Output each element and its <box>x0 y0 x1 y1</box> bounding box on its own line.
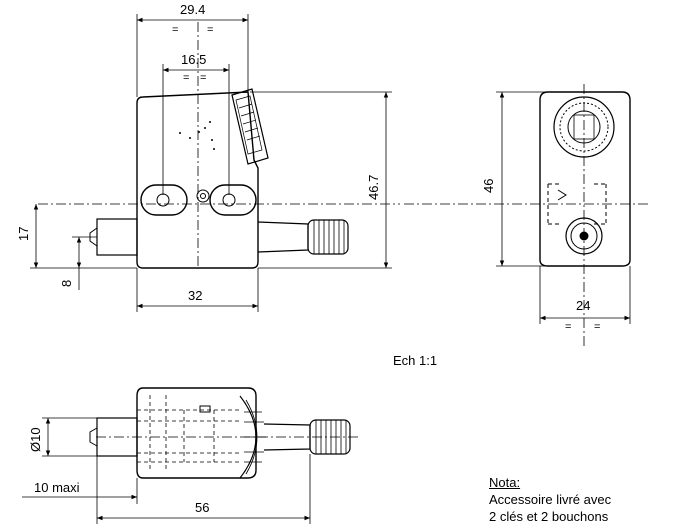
dim-holes-spacing: 16.5 <box>181 52 206 67</box>
scale-label: Ech 1:1 <box>393 353 438 368</box>
symmetry-mark: = <box>183 72 189 84</box>
dim-side-height: 46 <box>481 179 496 193</box>
dim-axis-height: 17 <box>16 227 31 241</box>
dim-total-length: 56 <box>195 500 209 515</box>
symmetry-mark: = <box>594 321 600 333</box>
note-block: Nota: Accessoire livré avec 2 clés et 2 … <box>489 474 611 525</box>
note-title: Nota: <box>489 475 521 490</box>
note-line: 2 clés et 2 bouchons <box>489 509 609 524</box>
symmetry-mark: = <box>200 72 206 84</box>
bottom-view <box>22 387 360 524</box>
dim-overall-height: 46.7 <box>366 175 381 200</box>
symmetry-mark: = <box>565 321 571 333</box>
symmetry-mark: = <box>207 24 213 36</box>
dim-diameter: Ø10 <box>28 427 43 452</box>
note-line: Accessoire livré avec <box>489 492 612 507</box>
symmetry-mark: = <box>172 24 178 36</box>
dim-lens-max: 10 maxi <box>34 480 80 495</box>
front-view <box>30 14 400 312</box>
dim-body-width: 32 <box>188 288 202 303</box>
side-view <box>404 84 650 348</box>
dim-connector-height: 8 <box>59 280 74 287</box>
dim-side-width: 24 <box>576 298 590 313</box>
dim-top-width: 29.4 <box>180 2 205 17</box>
